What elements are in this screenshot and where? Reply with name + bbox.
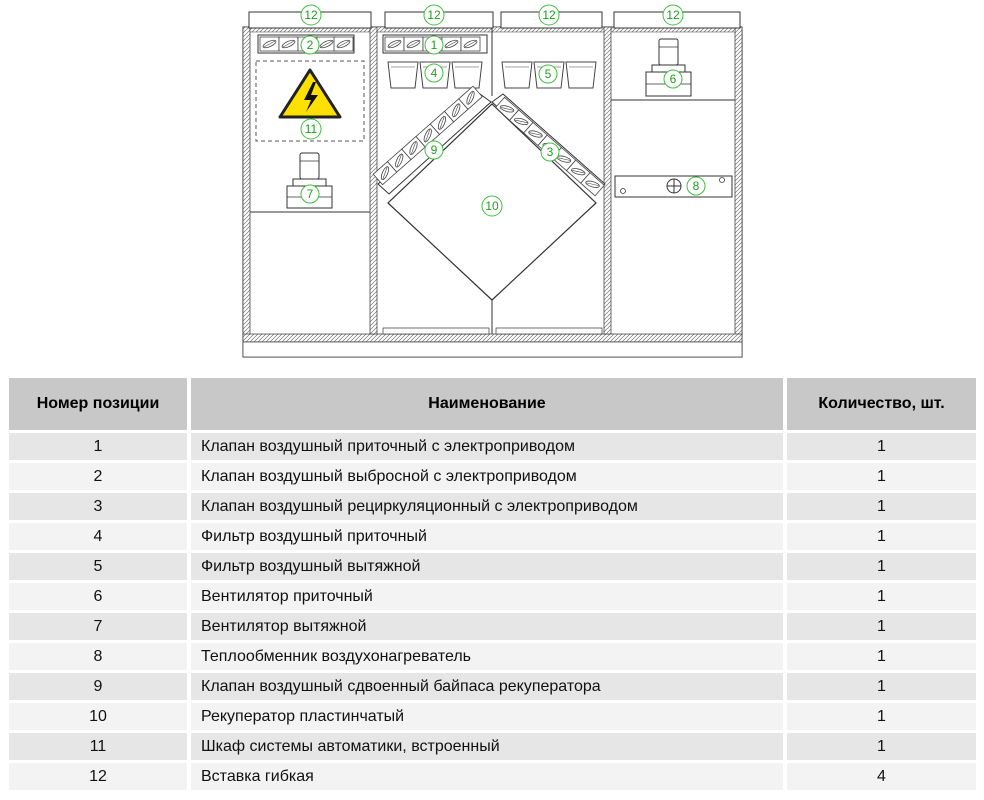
cell-name: Клапан воздушный рециркуляционный с элек… <box>191 493 787 523</box>
cell-position: 8 <box>9 643 191 673</box>
callout-2: 2 <box>300 35 320 55</box>
callout-12: 12 <box>662 4 684 26</box>
unit-diagram: 12 12 12 12 2 1 4 5 6 11 9 3 10 7 8 <box>242 4 743 358</box>
cell-quantity: 1 <box>787 553 976 583</box>
cell-quantity: 1 <box>787 673 976 703</box>
cell-quantity: 1 <box>787 703 976 733</box>
cell-name: Вставка гибкая <box>191 763 787 793</box>
callout-11: 11 <box>300 118 322 140</box>
svg-text:8: 8 <box>693 179 700 193</box>
cell-quantity: 1 <box>787 463 976 493</box>
cell-name: Фильтр воздушный приточный <box>191 523 787 553</box>
callout-12: 12 <box>538 4 560 26</box>
svg-text:6: 6 <box>670 72 677 86</box>
callout-1: 1 <box>424 35 444 55</box>
svg-text:12: 12 <box>542 8 556 22</box>
cell-position: 3 <box>9 493 191 523</box>
cell-position: 5 <box>9 553 191 583</box>
svg-text:12: 12 <box>304 8 318 22</box>
svg-text:1: 1 <box>431 38 438 52</box>
cell-quantity: 1 <box>787 613 976 643</box>
cell-name: Теплообменник воздухонагреватель <box>191 643 787 673</box>
svg-text:2: 2 <box>307 38 314 52</box>
cell-position: 1 <box>9 433 191 463</box>
svg-text:11: 11 <box>305 122 318 136</box>
header-position: Номер позиции <box>9 378 191 433</box>
svg-text:12: 12 <box>666 8 680 22</box>
cell-quantity: 4 <box>787 763 976 793</box>
callout-5: 5 <box>538 64 558 84</box>
cell-name: Рекуператор пластинчатый <box>191 703 787 733</box>
svg-text:5: 5 <box>545 67 552 81</box>
cell-position: 10 <box>9 703 191 733</box>
cell-position: 4 <box>9 523 191 553</box>
header-quantity: Количество, шт. <box>787 378 976 433</box>
callout-4: 4 <box>424 63 444 83</box>
cell-quantity: 1 <box>787 493 976 523</box>
cell-quantity: 1 <box>787 433 976 463</box>
cell-quantity: 1 <box>787 523 976 553</box>
svg-text:10: 10 <box>485 199 499 213</box>
header-name: Наименование <box>191 378 787 433</box>
component-table: Номер позиции Наименование Количество, ш… <box>9 378 976 793</box>
cell-name: Фильтр воздушный вытяжной <box>191 553 787 583</box>
cell-position: 9 <box>9 673 191 703</box>
svg-text:7: 7 <box>307 187 314 201</box>
heater-icon <box>614 175 733 198</box>
fan-motor-icon <box>645 38 692 97</box>
cell-quantity: 1 <box>787 583 976 613</box>
cell-name: Вентилятор приточный <box>191 583 787 613</box>
cell-position: 11 <box>9 733 191 763</box>
cell-position: 7 <box>9 613 191 643</box>
svg-text:12: 12 <box>427 8 441 22</box>
table-header-row: Номер позиции Наименование Количество, ш… <box>9 378 976 433</box>
svg-text:4: 4 <box>431 66 438 80</box>
callout-12: 12 <box>300 4 322 26</box>
callout-12: 12 <box>423 4 445 26</box>
cell-position: 2 <box>9 463 191 493</box>
cell-position: 6 <box>9 583 191 613</box>
cell-name: Клапан воздушный приточный с электроприв… <box>191 433 787 463</box>
cell-position: 12 <box>9 763 191 793</box>
cell-quantity: 1 <box>787 733 976 763</box>
cell-name: Вентилятор вытяжной <box>191 613 787 643</box>
callout-7: 7 <box>300 184 320 204</box>
cell-name: Клапан воздушный выбросной с электроприв… <box>191 463 787 493</box>
callout-3: 3 <box>540 142 560 162</box>
svg-text:3: 3 <box>547 145 554 159</box>
callout-10: 10 <box>481 195 503 217</box>
callout-8: 8 <box>686 176 706 196</box>
callout-9: 9 <box>424 140 444 160</box>
cell-name: Клапан воздушный сдвоенный байпаса рекуп… <box>191 673 787 703</box>
warning-sign-icon <box>278 68 342 119</box>
svg-text:9: 9 <box>431 143 438 157</box>
callout-6: 6 <box>663 69 683 89</box>
cell-name: Шкаф системы автоматики, встроенный <box>191 733 787 763</box>
cell-quantity: 1 <box>787 643 976 673</box>
